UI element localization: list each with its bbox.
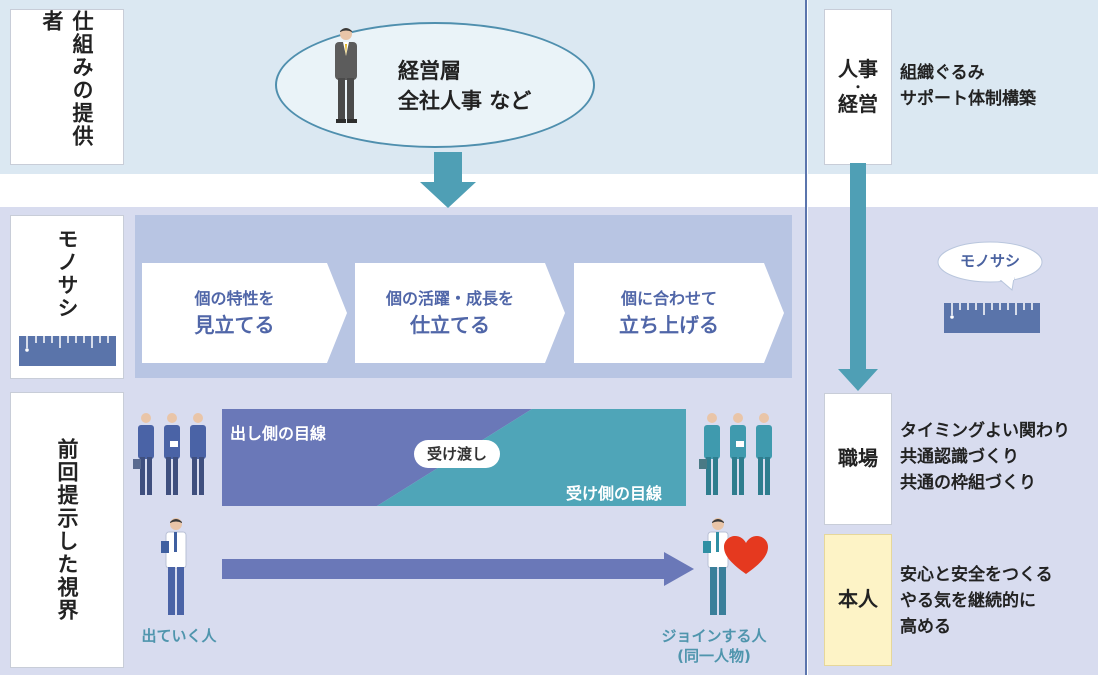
- ruler-step-2-line1: 個の活躍・成長を: [385, 289, 514, 308]
- executive-ellipse: [275, 22, 595, 148]
- workplace-desc-line2: 共通認識づくり: [900, 447, 1019, 467]
- down-arrow-right: [838, 163, 878, 391]
- chevron-3: [574, 263, 784, 363]
- self-desc-line3: 高める: [900, 617, 951, 637]
- workplace-label: 職場: [838, 446, 878, 470]
- ruler-label: モノサシ: [55, 228, 79, 320]
- provider-label-box: 仕組みの提供者: [10, 9, 124, 165]
- down-arrow-main: [420, 152, 476, 208]
- leaving-person-label: 出ていく人: [141, 627, 217, 645]
- self-desc-line2: やる気を継続的に: [900, 591, 1036, 611]
- chevron-row: [142, 263, 784, 363]
- executive-person-icon: [335, 28, 357, 123]
- hr-label-line2: 経営: [838, 92, 878, 116]
- joining-person-icon: [703, 518, 729, 615]
- ruler-bubble-text: モノサシ: [959, 252, 1020, 270]
- receiver-view-label: 受け側の目線: [566, 484, 663, 503]
- executive-line2: 全社人事 など: [398, 89, 532, 113]
- ruler-step-1: 個の特性を 見立てる: [142, 287, 327, 339]
- transfer-arrow: [222, 552, 694, 586]
- ruler-step-3-line1: 個に合わせて: [620, 289, 717, 308]
- ruler-label-box: モノサシ: [10, 215, 124, 379]
- self-desc: 安心と安全をつくる やる気を継続的に 高める: [900, 562, 1053, 640]
- sender-view-label: 出し側の目線: [230, 424, 327, 443]
- self-label: 本人: [838, 587, 878, 611]
- ruler-step-3: 個に合わせて 立ち上げる: [574, 287, 764, 339]
- executive-text: 経営層 全社人事 など: [398, 56, 531, 116]
- sender-view-area: [222, 409, 532, 506]
- self-box: 本人: [824, 534, 892, 666]
- joining-person-line1: ジョインする人: [661, 627, 767, 645]
- hr-label-dot: ・: [851, 80, 864, 94]
- ruler-step-1-line2: 見立てる: [194, 313, 275, 337]
- vision-label-box: 前回提示した視界: [10, 392, 124, 668]
- workplace-desc: タイミングよい関わり 共通認識づくり 共通の枠組づくり: [900, 418, 1070, 496]
- joining-person-line2: (同一人物): [677, 647, 751, 665]
- hr-desc-line2: サポート体制構築: [900, 89, 1036, 109]
- leaving-person-icon: [161, 518, 187, 615]
- ruler-step-3-line2: 立ち上げる: [619, 313, 719, 337]
- vision-label: 前回提示した視界: [55, 438, 79, 622]
- workplace-box: 職場: [824, 393, 892, 525]
- chevron-2: [355, 263, 565, 363]
- self-desc-line1: 安心と安全をつくる: [900, 565, 1053, 585]
- hr-desc-line1: 組織ぐるみ: [900, 63, 985, 83]
- divider-line: [805, 0, 807, 675]
- joining-person-label: ジョインする人 (同一人物): [644, 626, 784, 666]
- ruler-step-2-line2: 仕立てる: [410, 313, 490, 337]
- ruler-bubble-shape: [937, 241, 1043, 291]
- chevron-1: [142, 263, 347, 363]
- workplace-desc-line1: タイミングよい関わり: [900, 421, 1070, 441]
- executive-line1: 経営層: [398, 59, 461, 83]
- hr-label-line1: 人事: [838, 57, 878, 81]
- handover-badge: 受け渡し: [414, 440, 500, 468]
- receiver-group-icon: [699, 413, 772, 495]
- ruler-icon: [19, 336, 116, 366]
- sender-group-icon: [133, 413, 206, 495]
- ruler-step-2: 個の活躍・成長を 仕立てる: [355, 287, 545, 339]
- hr-desc: 組織ぐるみ サポート体制構築: [900, 60, 1036, 112]
- heart-icon: [724, 536, 768, 574]
- ruler-icon-right: [944, 303, 1040, 333]
- view-band: [222, 409, 686, 506]
- ruler-step-1-line1: 個の特性を: [194, 289, 275, 308]
- provider-label: 仕組みの提供者: [40, 10, 94, 148]
- receiver-view-area: [377, 409, 686, 506]
- workplace-desc-line3: 共通の枠組づくり: [900, 473, 1036, 493]
- hr-box: 人事 ・ 経営: [824, 9, 892, 165]
